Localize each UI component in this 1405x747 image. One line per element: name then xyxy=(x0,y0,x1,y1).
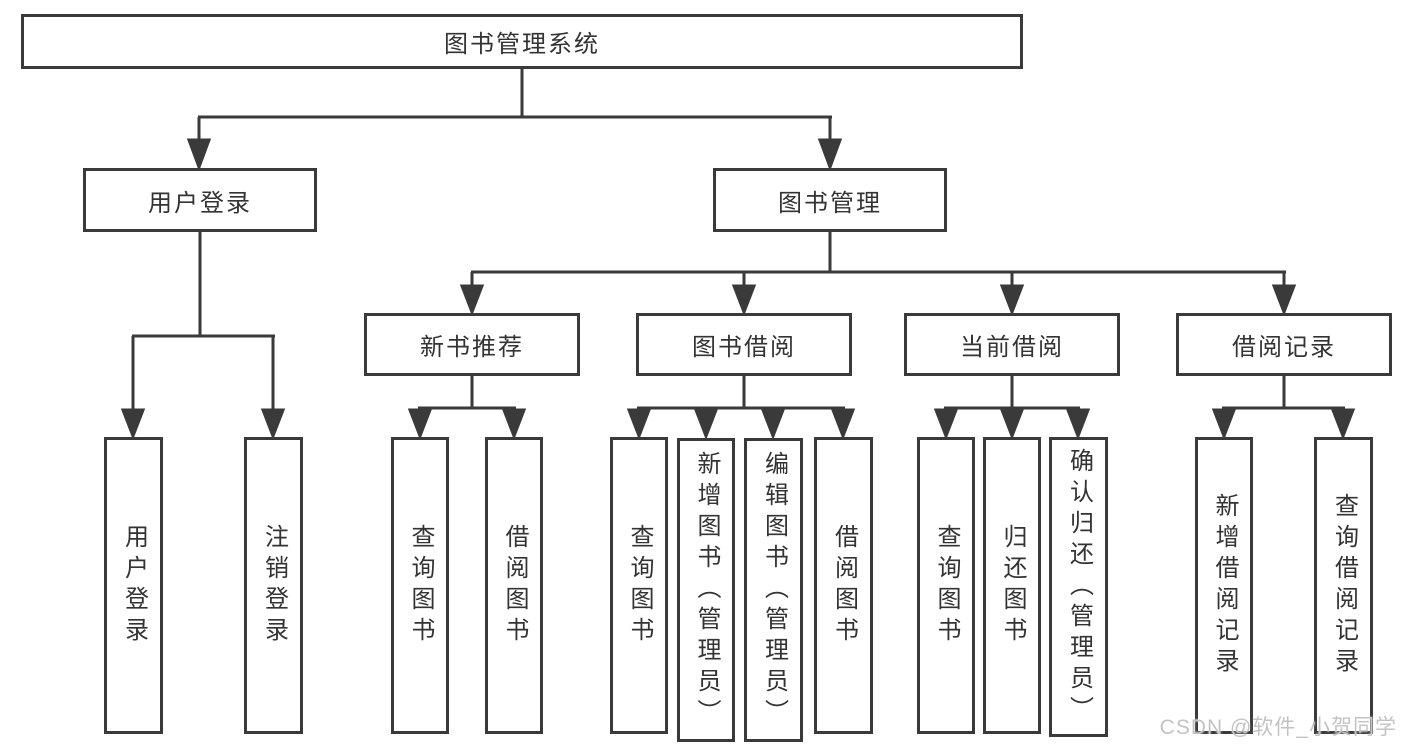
connector-bookmgmt-to-level3 xyxy=(459,232,1297,317)
connector-bookborrow-to-leaves xyxy=(626,376,856,441)
csdn-watermark: CSDN @软件_小贺同学 xyxy=(1159,716,1397,739)
node-user-login: 用户登录 xyxy=(83,168,317,232)
leaf-borrow-books-2: 借阅图书 xyxy=(814,437,873,734)
leaf-label: 编辑图书（管理员） xyxy=(760,450,788,730)
leaf-label: 新增借阅记录 xyxy=(1211,492,1238,679)
connector-userlogin-to-leaves xyxy=(120,232,286,441)
leaf-label: 归还图书 xyxy=(999,523,1026,648)
leaf-borrow-books-1: 借阅图书 xyxy=(485,437,543,734)
node-book-borrow: 图书借阅 xyxy=(636,313,852,376)
leaf-confirm-return-admin: 确认归还（管理员） xyxy=(1049,437,1108,737)
leaf-label: 新增图书（管理员） xyxy=(693,450,720,730)
connector-root-to-level2 xyxy=(186,69,843,172)
leaf-add-books-admin: 新增图书（管理员） xyxy=(677,438,735,742)
node-borrow-records: 借阅记录 xyxy=(1176,313,1392,376)
leaf-user-login: 用户登录 xyxy=(104,437,163,734)
leaf-label: 查询图书 xyxy=(407,523,434,648)
leaf-label: 查询图书 xyxy=(626,523,653,648)
leaf-label: 确认归还（管理员） xyxy=(1065,447,1093,727)
leaf-query-borrow-record: 查询借阅记录 xyxy=(1314,437,1373,734)
node-root: 图书管理系统 xyxy=(21,14,1023,69)
connector-borrowrecords-to-leaves xyxy=(1211,376,1356,441)
node-new-book-recommend: 新书推荐 xyxy=(364,313,580,376)
leaf-label: 注销登录 xyxy=(260,523,288,648)
node-book-management: 图书管理 xyxy=(713,168,947,232)
leaf-edit-books-admin: 编辑图书（管理员） xyxy=(744,438,803,742)
leaf-query-books-2: 查询图书 xyxy=(610,437,668,734)
node-current-borrow: 当前借阅 xyxy=(904,313,1120,376)
leaf-label: 用户登录 xyxy=(120,523,148,648)
leaf-label: 借阅图书 xyxy=(830,523,858,648)
leaf-label: 查询借阅记录 xyxy=(1330,492,1358,679)
connector-currentborrow-to-leaves xyxy=(933,376,1091,441)
connector-newbook-to-leaves xyxy=(407,376,527,441)
leaf-return-books: 归还图书 xyxy=(983,437,1041,734)
leaf-label: 查询图书 xyxy=(933,523,960,648)
leaf-query-books-3: 查询图书 xyxy=(917,437,975,734)
leaf-query-books-1: 查询图书 xyxy=(391,437,449,734)
leaf-logout: 注销登录 xyxy=(244,437,303,734)
leaf-add-borrow-record: 新增借阅记录 xyxy=(1195,437,1253,734)
leaf-label: 借阅图书 xyxy=(501,523,528,648)
